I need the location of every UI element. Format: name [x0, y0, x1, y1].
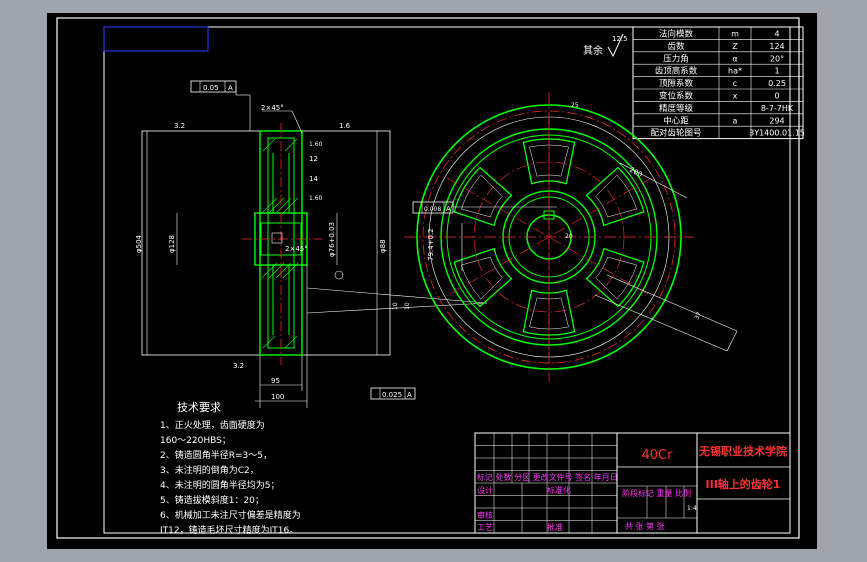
dim-key-width: 20 — [565, 233, 573, 240]
school-name: 无锡职业技术学院 — [698, 444, 787, 458]
param-name: 顶隙系数 — [659, 78, 694, 89]
dim-spoke-r: 200 — [628, 166, 644, 179]
tech-req-line: 2、铸造圆角半径R=3～5， — [160, 449, 272, 461]
roughness-rest-value: 12.5 — [612, 35, 628, 43]
tech-req-line: 160～220HBS； — [160, 436, 231, 446]
code-box — [103, 26, 209, 52]
dim-ra-bottom: 3.2 — [233, 362, 244, 370]
param-name: 中心距 — [663, 115, 689, 126]
dim-small-b: 1.60 — [309, 195, 323, 202]
dim-side-b: 10 — [404, 302, 411, 310]
param-symbol: m — [731, 30, 739, 39]
dim-outer: φ504 — [135, 234, 143, 253]
param-value: 124 — [769, 42, 784, 51]
gear-front-view — [404, 92, 694, 382]
gear-params-table: 法向模数 m 4 齿数 Z 124 压力角 α 20° 齿顶高系数 ha* 1 顶隙系数 c 0.25 变位系… — [632, 26, 805, 140]
approve-label: 批准 — [547, 522, 563, 532]
inner-frame — [103, 26, 791, 534]
dim-hub: φ128 — [168, 235, 176, 253]
front-view-dims: 0.008 A 79.4+0.2 20 200 37 25 — [412, 102, 738, 352]
datum-a-top: A — [228, 84, 233, 92]
dim-chamfer: 2×45° — [261, 104, 284, 112]
revision-labels: 标记 处数 分区 更改文件号 签名 年月日 — [477, 472, 618, 482]
param-value: 20° — [770, 54, 784, 63]
param-symbol: α — [732, 54, 737, 63]
param-name: 变位系数 — [659, 91, 694, 102]
tech-req-title: 技术要求 — [177, 401, 221, 414]
scale-value: 1:4 — [687, 505, 697, 512]
param-name: 齿数 — [667, 41, 685, 52]
dim-total: 100 — [271, 393, 284, 401]
param-name: 法向模数 — [659, 29, 694, 40]
design-label: 设计 — [477, 485, 493, 495]
review-label: 审核 — [477, 510, 493, 520]
tech-requirements: 技术要求 1、正火处理，齿面硬度为 160～220HBS； 2、铸造圆角半径R=3～… — [160, 401, 301, 536]
param-symbol: ha* — [728, 67, 742, 76]
gear-drawing: 其余 12.5 法向模数 m 4 齿数 Z 124 压力角 α 20° 齿顶高系数 ha* 1 顶隙系数… — [56, 17, 805, 539]
stage-labels: 阶段标记 重量 比例 — [622, 488, 691, 498]
sheets-label: 共 张 第 张 — [625, 521, 665, 531]
dim-mid: φ88 — [379, 239, 387, 253]
dim-small-a: 1.60 — [309, 141, 323, 148]
param-symbol: x — [733, 92, 738, 101]
dim-face: 95 — [271, 377, 280, 385]
outer-frame — [56, 17, 800, 539]
param-symbol: Z — [732, 42, 738, 51]
param-symbol: c — [733, 79, 737, 88]
tech-req-line: 4、未注明的圆角半径均为5； — [160, 479, 279, 491]
standardize-label: 标准化 — [547, 485, 571, 495]
process-label: 工艺 — [477, 523, 493, 532]
gear-section-view: 0.05 A 0.025 A 2×45° 3.2 1.6 φ504 φ128 φ… — [135, 80, 488, 408]
param-value: 8-7-7HK — [761, 104, 794, 113]
part-name: III轴上的齿轮1 — [706, 477, 781, 491]
title-block: 40Cr 无锡职业技术学院 III轴上的齿轮1 标记 处数 分区 更改文件号 签名 年… — [474, 432, 791, 534]
tech-req-line: 3、未注明的倒角为C2， — [160, 464, 259, 476]
datum-a-right: A — [446, 205, 451, 213]
param-value: 0 — [774, 92, 779, 101]
cad-viewport[interactable]: 其余 12.5 法向模数 m 4 齿数 Z 124 压力角 α 20° 齿顶高系数 ha* 1 顶隙系数… — [47, 13, 817, 549]
datum-a-bottom: A — [407, 391, 412, 399]
material: 40Cr — [642, 448, 674, 463]
tol-right-value: 0.008 — [424, 206, 441, 213]
dim-hub-r: 37 — [693, 311, 703, 321]
roughness-rest-label: 其余 — [583, 44, 603, 57]
dim-ra-a: 3.2 — [174, 122, 185, 130]
tech-req-line: 6、机械加工未注尺寸偏差是精度为 — [160, 509, 301, 521]
param-value: 3Y1400.01.15 — [749, 129, 805, 138]
param-value: 1 — [774, 67, 779, 76]
dim-fillet-b: 14 — [309, 175, 318, 183]
dim-key-depth: 79.4+0.2 — [427, 228, 435, 261]
param-name: 配对齿轮图号 — [650, 128, 701, 139]
param-name: 压力角 — [663, 53, 689, 64]
param-name: 精度等级 — [659, 103, 694, 114]
dim-fillet-a: 12 — [309, 155, 318, 163]
param-name: 齿顶高系数 — [655, 66, 698, 77]
tol-top-value: 0.05 — [203, 84, 219, 92]
tech-req-line: 1、正火处理，齿面硬度为 — [160, 419, 265, 431]
roughness-rest-note: 其余 12.5 — [583, 33, 628, 58]
dim-ra-b: 1.6 — [339, 122, 351, 130]
param-value: 294 — [769, 116, 784, 125]
tech-req-line: IT12，铸造毛坯尺寸精度为IT16。 — [160, 524, 298, 536]
dim-spoke-w: 25 — [571, 102, 579, 109]
param-value: 4 — [774, 30, 779, 39]
param-value: 0.25 — [768, 79, 786, 88]
tol-bottom-value: 0.025 — [382, 391, 402, 399]
param-symbol: a — [733, 116, 738, 125]
dim-angle: 2×45° — [285, 245, 308, 253]
tech-req-line: 5、铸造拔模斜度1：20； — [160, 494, 264, 506]
dim-bore: φ76+0.03 — [328, 222, 336, 257]
dim-side-a: 10 — [392, 302, 399, 310]
